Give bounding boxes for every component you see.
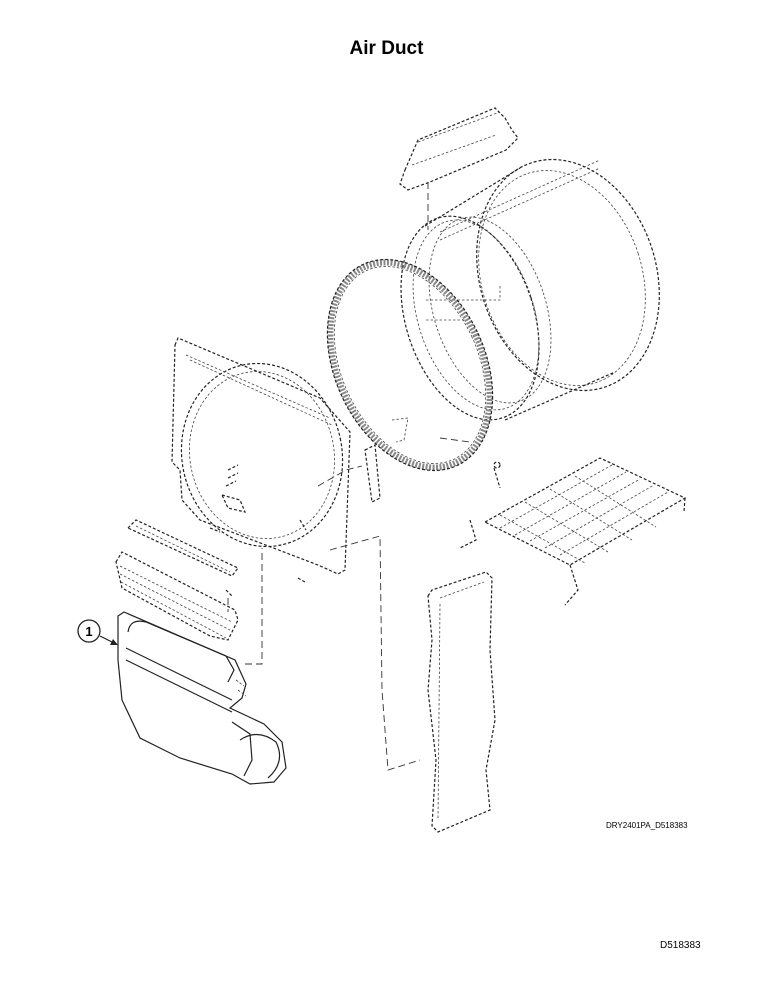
top-bracket-part bbox=[399, 107, 519, 191]
lint-filter-screen-part bbox=[126, 519, 239, 577]
callout-1-circle bbox=[77, 619, 101, 643]
callout-1-label: 1 bbox=[85, 624, 92, 639]
alignment-leader-lines bbox=[227, 182, 471, 771]
callout-1-arrowhead bbox=[110, 639, 118, 645]
air-duct-part bbox=[117, 611, 287, 785]
door-switch-part bbox=[364, 417, 409, 503]
rear-duct-panel-part bbox=[427, 571, 496, 833]
screw-parts bbox=[209, 461, 501, 597]
drum-seal-ring-part bbox=[326, 258, 494, 472]
drum-part bbox=[400, 158, 660, 421]
document-code-label: D518383 bbox=[660, 940, 701, 951]
lint-filter-housing-part bbox=[115, 551, 239, 641]
drawing-id-label: DRY2401PA_D518383 bbox=[606, 821, 688, 830]
page-title: Air Duct bbox=[349, 38, 424, 59]
callout-1[interactable]: 1 bbox=[77, 619, 118, 645]
drum-support-rack-part bbox=[459, 457, 687, 606]
front-bulkhead-part bbox=[171, 337, 351, 575]
